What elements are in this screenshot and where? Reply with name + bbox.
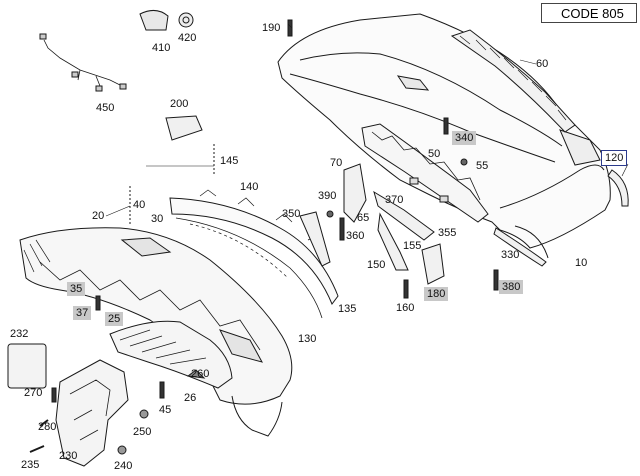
plate-drawing — [7, 343, 47, 389]
callout-50: 50 — [428, 148, 441, 160]
callout-26: 26 — [184, 392, 197, 404]
callout-390: 390 — [318, 190, 337, 202]
callout-355: 355 — [438, 227, 457, 239]
callout-10: 10 — [575, 257, 588, 269]
callout-240: 240 — [114, 460, 133, 472]
small-brackets-drawing — [299, 163, 629, 285]
code-label: CODE 805 — [561, 6, 624, 21]
diffuser-drawing — [109, 320, 233, 389]
callout-235: 235 — [21, 459, 40, 471]
callout-45: 45 — [159, 404, 172, 416]
callout-250: 250 — [133, 426, 152, 438]
callout-232: 232 — [10, 328, 29, 340]
code-box: CODE 805 — [541, 3, 637, 23]
callout-280: 280 — [38, 421, 57, 433]
sensor-drawing — [139, 10, 194, 31]
callout-340: 340 — [452, 131, 477, 145]
bracket-drawing — [361, 123, 489, 223]
callout-150: 150 — [367, 259, 386, 271]
callout-155: 155 — [403, 240, 422, 252]
callout-20: 20 — [92, 210, 105, 222]
callout-190: 190 — [262, 22, 281, 34]
callout-55: 55 — [476, 160, 489, 172]
callout-180: 180 — [424, 287, 449, 301]
leader-lines — [105, 23, 629, 217]
callout-350: 350 — [282, 208, 301, 220]
callout-60: 60 — [536, 58, 549, 70]
callout-65: 65 — [357, 212, 370, 224]
callout-120: 120 — [601, 150, 628, 166]
callout-410: 410 — [152, 42, 171, 54]
callout-200: 200 — [170, 98, 189, 110]
callout-160: 160 — [396, 302, 415, 314]
fasteners-drawing — [29, 19, 499, 455]
callout-140: 140 — [240, 181, 259, 193]
harness-drawing — [39, 33, 127, 92]
mount-bracket-drawing — [55, 359, 129, 467]
callout-37: 37 — [73, 306, 92, 320]
callout-370: 370 — [385, 194, 404, 206]
callout-135: 135 — [338, 303, 357, 315]
callout-230: 230 — [59, 450, 78, 462]
callout-380: 380 — [499, 280, 524, 294]
callout-35: 35 — [67, 282, 86, 296]
callout-130: 130 — [298, 333, 317, 345]
callout-420: 420 — [178, 32, 197, 44]
bumper-cover-drawing — [277, 13, 611, 259]
callout-260: 260 — [191, 368, 210, 380]
callout-360: 360 — [346, 230, 365, 242]
callout-70: 70 — [330, 157, 343, 169]
callout-450: 450 — [96, 102, 115, 114]
callout-25: 25 — [105, 312, 124, 326]
callout-30: 30 — [151, 213, 164, 225]
callout-330: 330 — [501, 249, 520, 261]
callout-40: 40 — [133, 199, 146, 211]
callout-270: 270 — [24, 387, 43, 399]
cap-drawing — [165, 115, 203, 141]
side-strip-drawing — [169, 189, 339, 319]
callout-145: 145 — [220, 155, 239, 167]
trim-strip-drawing — [450, 29, 576, 133]
